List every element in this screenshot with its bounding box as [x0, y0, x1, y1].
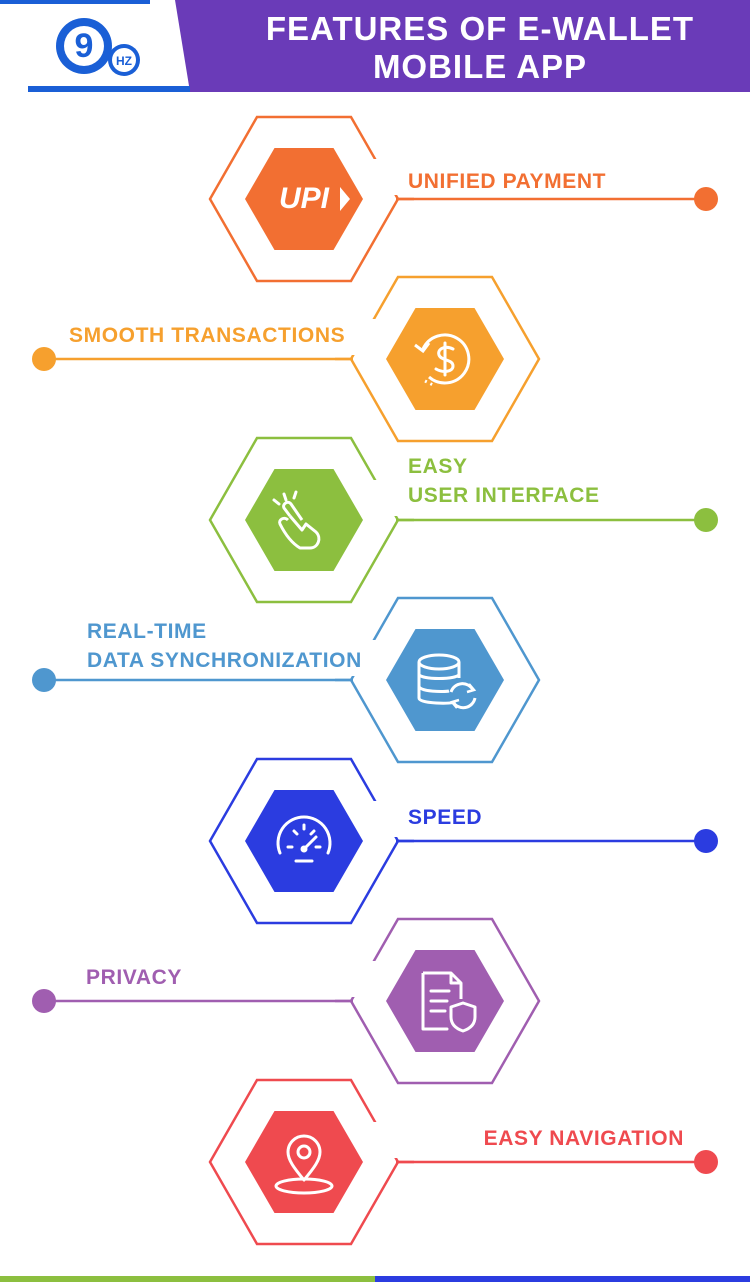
tap-hand-icon	[272, 490, 321, 550]
document-shield-icon	[421, 971, 477, 1033]
connector-dot	[694, 829, 718, 853]
feature-label-line: SPEED	[408, 806, 483, 829]
feature-label-line: SMOOTH TRANSACTIONS	[69, 324, 346, 347]
database-sync-icon	[417, 653, 477, 710]
upi-icon: UPI	[279, 182, 350, 215]
hex-fill	[245, 790, 363, 892]
feature-4	[32, 596, 541, 764]
feature-label-line: UNIFIED PAYMENT	[408, 170, 607, 193]
feature-2	[32, 275, 541, 443]
connector-dot	[32, 989, 56, 1013]
dollar-cycle-icon	[414, 333, 471, 387]
feature-3	[208, 436, 718, 604]
feature-label-4: REAL-TIME DATA SYNCHRONIZATION	[87, 617, 362, 675]
feature-label-line: PRIVACY	[86, 966, 182, 989]
feature-label-3: EASY USER INTERFACE	[408, 452, 600, 510]
feature-6	[32, 917, 541, 1085]
feature-label-line: EASY	[408, 455, 468, 478]
header-banner: 9 HZ FEATURES OF E-WALLET MOBILE APP	[0, 0, 750, 92]
logo-number: 9	[75, 27, 94, 65]
feature-label-line: USER INTERFACE	[408, 484, 600, 507]
hex-fill	[245, 1111, 363, 1213]
hex-fill	[386, 629, 504, 731]
page-title-line-1: FEATURES OF E-WALLET	[265, 10, 695, 47]
feature-label-7: EASY NAVIGATION	[484, 1124, 684, 1153]
connector-dot	[694, 187, 718, 211]
footer-bar-green	[0, 1276, 375, 1282]
page-title: FEATURES OF E-WALLET MOBILE APP	[230, 10, 730, 86]
feature-label-line: EASY NAVIGATION	[483, 1127, 684, 1150]
logo-stripe	[28, 86, 190, 92]
connector-dot	[694, 1150, 718, 1174]
connector-dot	[694, 508, 718, 532]
feature-5	[208, 757, 718, 925]
feature-label-5: SPEED	[408, 803, 482, 832]
feature-1: UPI	[208, 115, 718, 283]
logo-badge: HZ	[116, 54, 132, 68]
location-pin-icon	[274, 1134, 334, 1195]
feature-7	[208, 1078, 718, 1246]
logo-stripe-top	[0, 0, 150, 4]
feature-label-2: SMOOTH TRANSACTIONS	[69, 321, 345, 350]
connector-dot	[32, 347, 56, 371]
feature-label-1: UNIFIED PAYMENT	[408, 167, 606, 196]
page-title-line-2: MOBILE APP	[372, 48, 588, 85]
hex-fill	[245, 469, 363, 571]
speedometer-icon	[276, 815, 332, 863]
upi-icon-text: UPI	[279, 182, 330, 215]
feature-label-line: REAL-TIME	[87, 620, 207, 643]
connector-dot	[32, 668, 56, 692]
logo: 9 HZ	[56, 18, 140, 76]
hex-fill	[245, 148, 363, 250]
footer-bar-blue	[375, 1276, 750, 1282]
feature-label-line: DATA SYNCHRONIZATION	[87, 649, 362, 672]
feature-label-6: PRIVACY	[86, 963, 182, 992]
